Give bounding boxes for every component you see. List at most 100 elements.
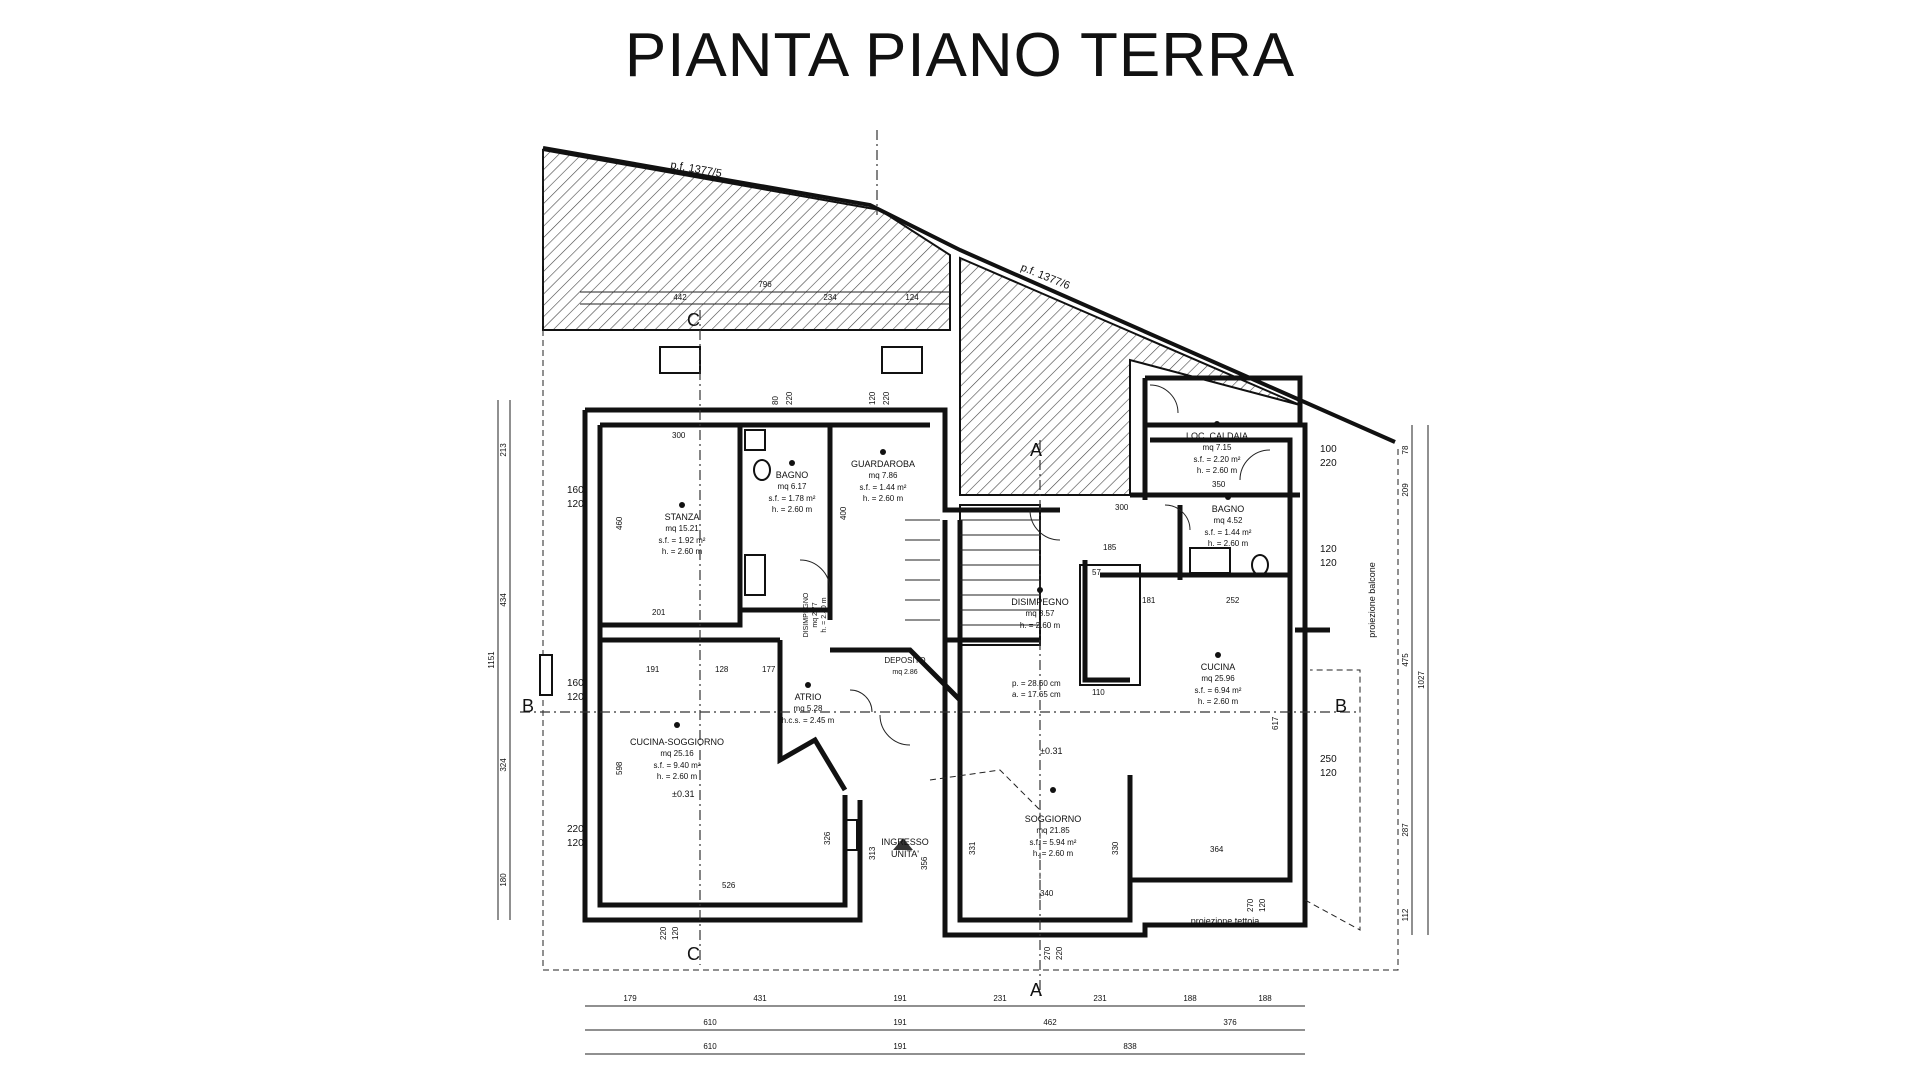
svg-text:57: 57	[1092, 568, 1101, 577]
svg-text:180: 180	[499, 873, 508, 887]
svg-text:331: 331	[968, 841, 977, 855]
svg-text:191: 191	[893, 1018, 907, 1027]
svg-text:220: 220	[1320, 458, 1337, 469]
svg-text:220: 220	[785, 391, 794, 405]
stairs-tread-label: a. = 17.65 cm	[1012, 690, 1061, 699]
svg-text:209: 209	[1401, 483, 1410, 497]
svg-text:mq 6.17: mq 6.17	[778, 482, 807, 491]
svg-text:120: 120	[1320, 558, 1337, 569]
svg-text:h. = 2.60 m: h. = 2.60 m	[657, 772, 698, 781]
svg-text:h. = 2.40 m: h. = 2.40 m	[821, 597, 828, 632]
window-dims-top: 80 220 120 220	[771, 391, 891, 405]
svg-text:434: 434	[499, 593, 508, 607]
svg-text:598: 598	[615, 761, 624, 775]
dimension-top: 796 442 234 124	[580, 280, 950, 305]
level-cucina-soggiorno: ±0.31	[672, 789, 694, 799]
proiezione-balcone-label: proiezione balcone	[1367, 562, 1377, 638]
svg-text:s.f. = 1.78 m²: s.f. = 1.78 m²	[769, 494, 816, 503]
section-mark-b-right: B	[1335, 696, 1347, 716]
svg-text:610: 610	[703, 1042, 717, 1051]
svg-text:h. = 2.60 m: h. = 2.60 m	[863, 494, 904, 503]
svg-text:128: 128	[715, 665, 729, 674]
svg-text:CUCINA-SOGGIORNO: CUCINA-SOGGIORNO	[630, 737, 724, 747]
svg-text:mq 15.21: mq 15.21	[665, 524, 699, 533]
svg-text:220: 220	[567, 824, 584, 835]
svg-text:h. = 2.60 m: h. = 2.60 m	[1197, 466, 1238, 475]
dimension-left: 1151 213 434 324 180	[487, 400, 511, 920]
svg-text:120: 120	[567, 838, 584, 849]
svg-text:120: 120	[567, 499, 584, 510]
svg-text:h. = 2.60 m: h. = 2.60 m	[1208, 539, 1249, 548]
svg-text:mq 21.85: mq 21.85	[1036, 826, 1070, 835]
svg-text:340: 340	[1040, 889, 1054, 898]
svg-text:356: 356	[920, 856, 929, 870]
svg-text:112: 112	[1401, 908, 1410, 921]
svg-text:mq 2.77: mq 2.77	[812, 602, 819, 627]
svg-text:DISIMPEGNO: DISIMPEGNO	[803, 592, 810, 637]
room-labels: STANZA mq 15.21 s.f. = 1.92 m² h. = 2.60…	[630, 421, 1252, 858]
svg-text:220: 220	[659, 926, 668, 940]
site-outline	[542, 150, 1399, 971]
unita-label: UNITA'	[891, 849, 919, 859]
window-dims-left: 160 120 160 120 220 120	[567, 485, 584, 849]
room-disimpegno-2: DISIMPEGNO mq 2.77 h. = 2.40 m	[803, 592, 828, 637]
svg-text:213: 213	[499, 443, 508, 457]
svg-text:252: 252	[1226, 596, 1240, 605]
svg-text:796: 796	[758, 280, 772, 289]
room-bagno-1: BAGNO mq 6.17 s.f. = 1.78 m² h. = 2.60 m	[769, 460, 816, 514]
room-disimpegno: DISIMPEGNO mq 8.57 h. = 2.60 m	[1011, 587, 1069, 630]
svg-text:191: 191	[893, 994, 907, 1003]
svg-text:100: 100	[1320, 444, 1337, 455]
svg-text:BAGNO: BAGNO	[776, 470, 809, 480]
level-soggiorno: ±0.31	[1040, 746, 1062, 756]
ingresso-label: INGRESSO	[881, 837, 929, 847]
room-atrio: ATRIO mq 5.28 h.c.s. = 2.45 m	[782, 682, 835, 725]
svg-text:364: 364	[1210, 845, 1224, 854]
dimension-bottom: 179 431 191 231 231 188 188 610 191 462 …	[585, 994, 1305, 1055]
svg-text:220: 220	[1055, 946, 1064, 960]
svg-text:s.f. = 5.94 m²: s.f. = 5.94 m²	[1030, 838, 1077, 847]
plan-title: PIANTA PIANO TERRA	[624, 21, 1296, 90]
svg-text:400: 400	[839, 506, 848, 520]
svg-text:220: 220	[882, 391, 891, 405]
svg-text:mq 7.15: mq 7.15	[1203, 443, 1232, 452]
svg-text:160: 160	[567, 485, 584, 496]
canopy-projection	[1304, 669, 1361, 931]
porch-projection	[929, 769, 1041, 910]
svg-text:326: 326	[823, 831, 832, 845]
svg-text:526: 526	[722, 881, 736, 890]
svg-text:h. = 2.60 m: h. = 2.60 m	[1198, 697, 1239, 706]
svg-text:h. = 2.60 m: h. = 2.60 m	[662, 547, 703, 556]
svg-text:120: 120	[1320, 768, 1337, 779]
svg-text:120: 120	[567, 692, 584, 703]
svg-text:287: 287	[1401, 823, 1410, 837]
svg-text:300: 300	[1115, 503, 1129, 512]
svg-text:120: 120	[868, 391, 877, 405]
svg-text:250: 250	[1320, 754, 1337, 765]
svg-text:460: 460	[615, 516, 624, 530]
svg-text:s.f. = 1.92 m²: s.f. = 1.92 m²	[659, 536, 706, 545]
section-mark-b-left: B	[522, 696, 534, 716]
svg-text:376: 376	[1223, 1018, 1237, 1027]
room-stanza: STANZA mq 15.21 s.f. = 1.92 m² h. = 2.60…	[659, 502, 706, 556]
room-guardaroba: GUARDAROBA mq 7.86 s.f. = 1.44 m² h. = 2…	[851, 449, 915, 503]
svg-text:SOGGIORNO: SOGGIORNO	[1025, 814, 1082, 824]
svg-text:313: 313	[868, 846, 877, 860]
svg-text:231: 231	[1093, 994, 1107, 1003]
svg-text:179: 179	[623, 994, 637, 1003]
room-soggiorno: SOGGIORNO mq 21.85 s.f. = 5.94 m² h. = 2…	[1025, 787, 1082, 858]
svg-text:120: 120	[1320, 544, 1337, 555]
svg-text:ATRIO: ATRIO	[795, 692, 822, 702]
vent-grille-2	[881, 346, 923, 374]
section-mark-c-top: C	[687, 310, 700, 330]
svg-text:838: 838	[1123, 1042, 1137, 1051]
svg-text:191: 191	[893, 1042, 907, 1051]
svg-text:610: 610	[703, 1018, 717, 1027]
svg-text:124: 124	[905, 293, 919, 302]
svg-text:270: 270	[1043, 946, 1052, 960]
svg-text:110: 110	[1092, 688, 1105, 697]
bathroom-fixtures	[744, 429, 1269, 851]
svg-text:177: 177	[762, 665, 776, 674]
svg-text:GUARDAROBA: GUARDAROBA	[851, 459, 915, 469]
stairs-riser-label: p. = 28.60 cm	[1012, 679, 1061, 688]
